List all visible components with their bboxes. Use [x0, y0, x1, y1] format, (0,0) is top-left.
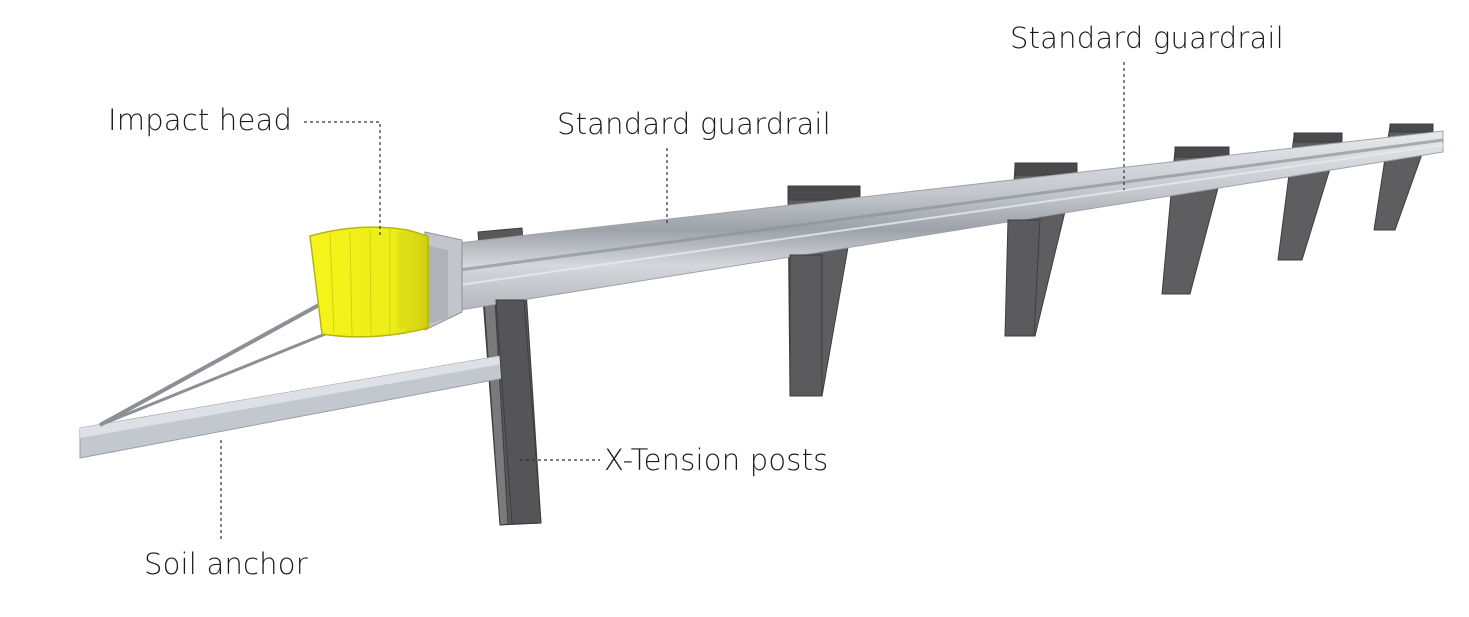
- post-2-lower: [789, 254, 823, 397]
- label-soil-anchor: Soil anchor: [144, 547, 308, 581]
- label-x-tension-posts: X-Tension posts: [604, 443, 829, 477]
- soil-anchor: [79, 298, 505, 459]
- post-3-cap: [1014, 162, 1078, 176]
- post-3-lower: [1004, 219, 1041, 337]
- post-4-cap: [1174, 146, 1230, 158]
- standard-guardrail: [457, 130, 1444, 311]
- post-1-lower: [495, 299, 542, 525]
- post-5-cap: [1293, 132, 1343, 143]
- impact-head: [309, 226, 463, 338]
- label-guardrail-far: Standard guardrail: [1010, 21, 1284, 55]
- label-guardrail-near: Standard guardrail: [557, 107, 831, 141]
- post-2-cap: [787, 185, 861, 201]
- leader-lines: [220, 62, 1125, 540]
- post-6-cap: [1389, 123, 1434, 133]
- leader-impact-head: [304, 121, 381, 236]
- label-impact-head: Impact head: [108, 103, 293, 137]
